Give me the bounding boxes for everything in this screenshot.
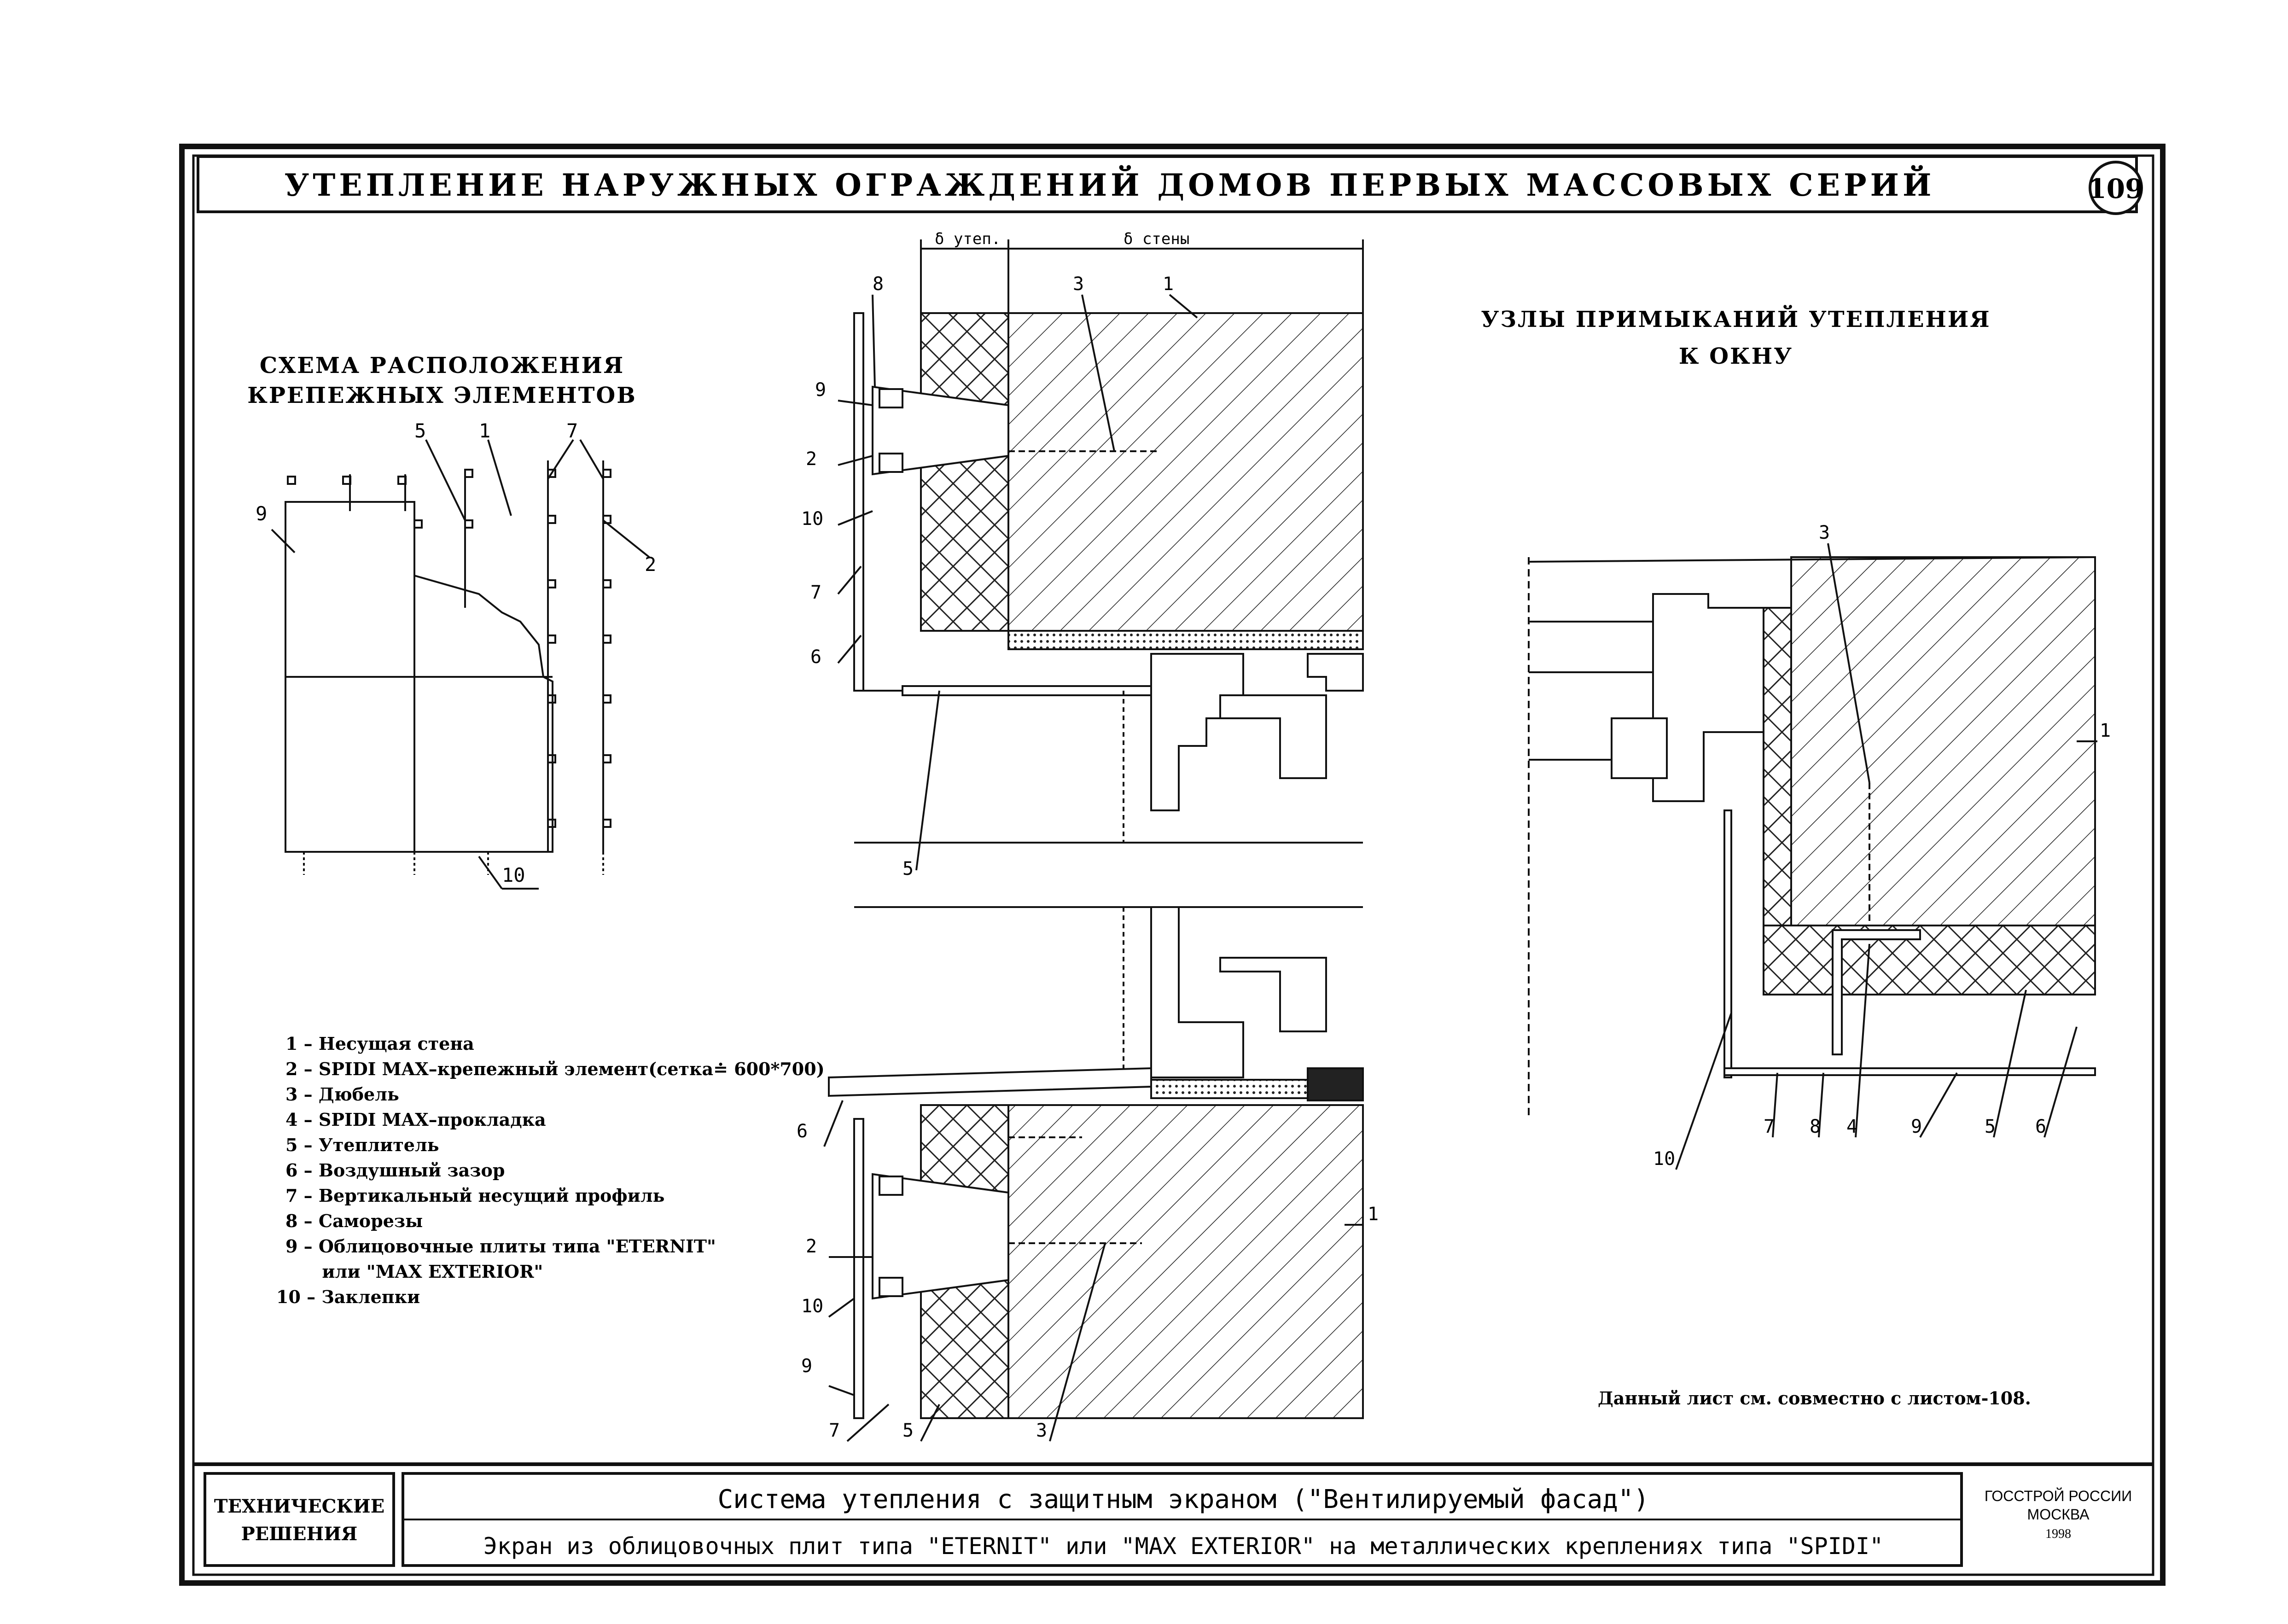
scheme-callout-2: 2 [645,553,656,576]
scheme-callout-7: 7 [566,419,578,442]
window-node [1528,543,2097,1170]
top-section-labels: δ утеп. δ стены 8 3 1 9 2 10 7 6 5 [801,230,1189,879]
top-callout-3: 3 [1073,274,1084,295]
legend-item: 1 – Несущая стена [285,1033,474,1054]
title-block-right-line1: ГОССТРОЙ РОССИИ [1985,1488,2132,1504]
legend: 1 – Несущая стена 2 – SPIDI MAX–крепежны… [276,1033,825,1307]
top-callout-2: 2 [806,448,817,470]
node-callout-7: 7 [1764,1116,1775,1137]
bottom-section-labels: 6 1 2 10 9 7 5 3 [797,1121,1379,1441]
top-callout-5: 5 [902,858,914,879]
node-callout-9: 9 [1911,1116,1922,1137]
bottom-callout-3: 3 [1036,1420,1047,1441]
scheme-callouts: 5 1 7 9 2 10 [256,419,656,886]
bottom-section [823,906,1364,1442]
node-callout-4: 4 [1846,1116,1857,1137]
node-callout-5: 5 [1985,1116,1996,1137]
scheme-callout-9: 9 [256,502,267,525]
dim-insulation: δ утеп. [935,230,1001,248]
node-callout-1: 1 [2100,720,2111,741]
fastening-scheme [271,439,650,890]
node-callout-6: 6 [2035,1116,2046,1137]
legend-item: 10 – Заклепки [276,1286,420,1307]
top-callout-6: 6 [810,646,821,668]
title-block-right-line3: 1998 [2045,1527,2071,1541]
scheme-title-line1: СХЕМА РАСПОЛОЖЕНИЯ [260,353,624,378]
title-block-right-line2: МОСКВА [2027,1506,2090,1523]
node-callout-10: 10 [1653,1148,1675,1170]
scheme-callout-10: 10 [502,864,525,886]
bottom-callout-5: 5 [902,1420,914,1441]
window-node-title-line2: К ОКНУ [1679,343,1793,369]
scheme-title-line2: КРЕПЕЖНЫХ ЭЛЕМЕНТОВ [247,383,637,408]
bottom-callout-6: 6 [797,1121,808,1142]
title-block-left-line2: РЕШЕНИЯ [241,1523,358,1545]
title-block-left-line1: ТЕХНИЧЕСКИЕ [214,1496,384,1517]
bottom-callout-9: 9 [801,1356,812,1377]
top-callout-1: 1 [1163,274,1174,295]
page-number-circle [2089,161,2143,215]
scheme-callout-1: 1 [479,419,490,442]
top-callout-10: 10 [801,508,823,530]
window-node-labels: 3 1 10 7 8 4 9 5 6 [1653,522,2111,1170]
legend-item: 8 – Саморезы [285,1211,423,1231]
legend-item: 7 – Вертикальный несущий профиль [285,1185,664,1206]
legend-item: 5 – Утеплитель [285,1135,439,1155]
title-block-line1: Система утепления с защитным экраном ("В… [718,1484,1649,1514]
page-number: 109 [2088,173,2143,204]
top-callout-9: 9 [815,379,826,401]
top-callout-8: 8 [873,274,884,295]
legend-item: 3 – Дюбель [285,1084,399,1105]
bottom-callout-10: 10 [801,1296,823,1317]
node-callout-3: 3 [1819,522,1830,543]
sheet-title: УТЕПЛЕНИЕ НАРУЖНЫХ ОГРАЖДЕНИЙ ДОМОВ ПЕРВ… [285,165,1935,203]
legend-item: 4 – SPIDI MAX–прокладка [285,1109,546,1130]
sheet-note: Данный лист см. совместно с листом-108. [1598,1388,2031,1409]
top-callout-7: 7 [810,582,821,603]
node-callout-8: 8 [1810,1116,1821,1137]
bottom-callout-1: 1 [1368,1204,1379,1225]
dim-wall: δ стены [1124,230,1189,248]
outer-frame [179,144,2166,1586]
title-block-line2: Экран из облицовочных плит типа "ETERNIT… [483,1533,1883,1560]
bottom-callout-7: 7 [829,1420,840,1441]
legend-item: или "MAX EXTERIOR" [285,1261,543,1282]
top-section [837,239,1364,871]
legend-item: 2 – SPIDI MAX–крепежный элемент(сетка≐ 6… [285,1059,825,1079]
legend-item: 9 – Облицовочные плиты типа "ETERNIT" [285,1236,716,1257]
bottom-callout-2: 2 [806,1236,817,1257]
legend-item: 6 – Воздушный зазор [285,1160,505,1181]
window-node-title-line1: УЗЛЫ ПРИМЫКАНИЙ УТЕПЛЕНИЯ [1481,304,1991,332]
scheme-callout-5: 5 [414,419,426,442]
title-block-left-box [204,1472,395,1567]
